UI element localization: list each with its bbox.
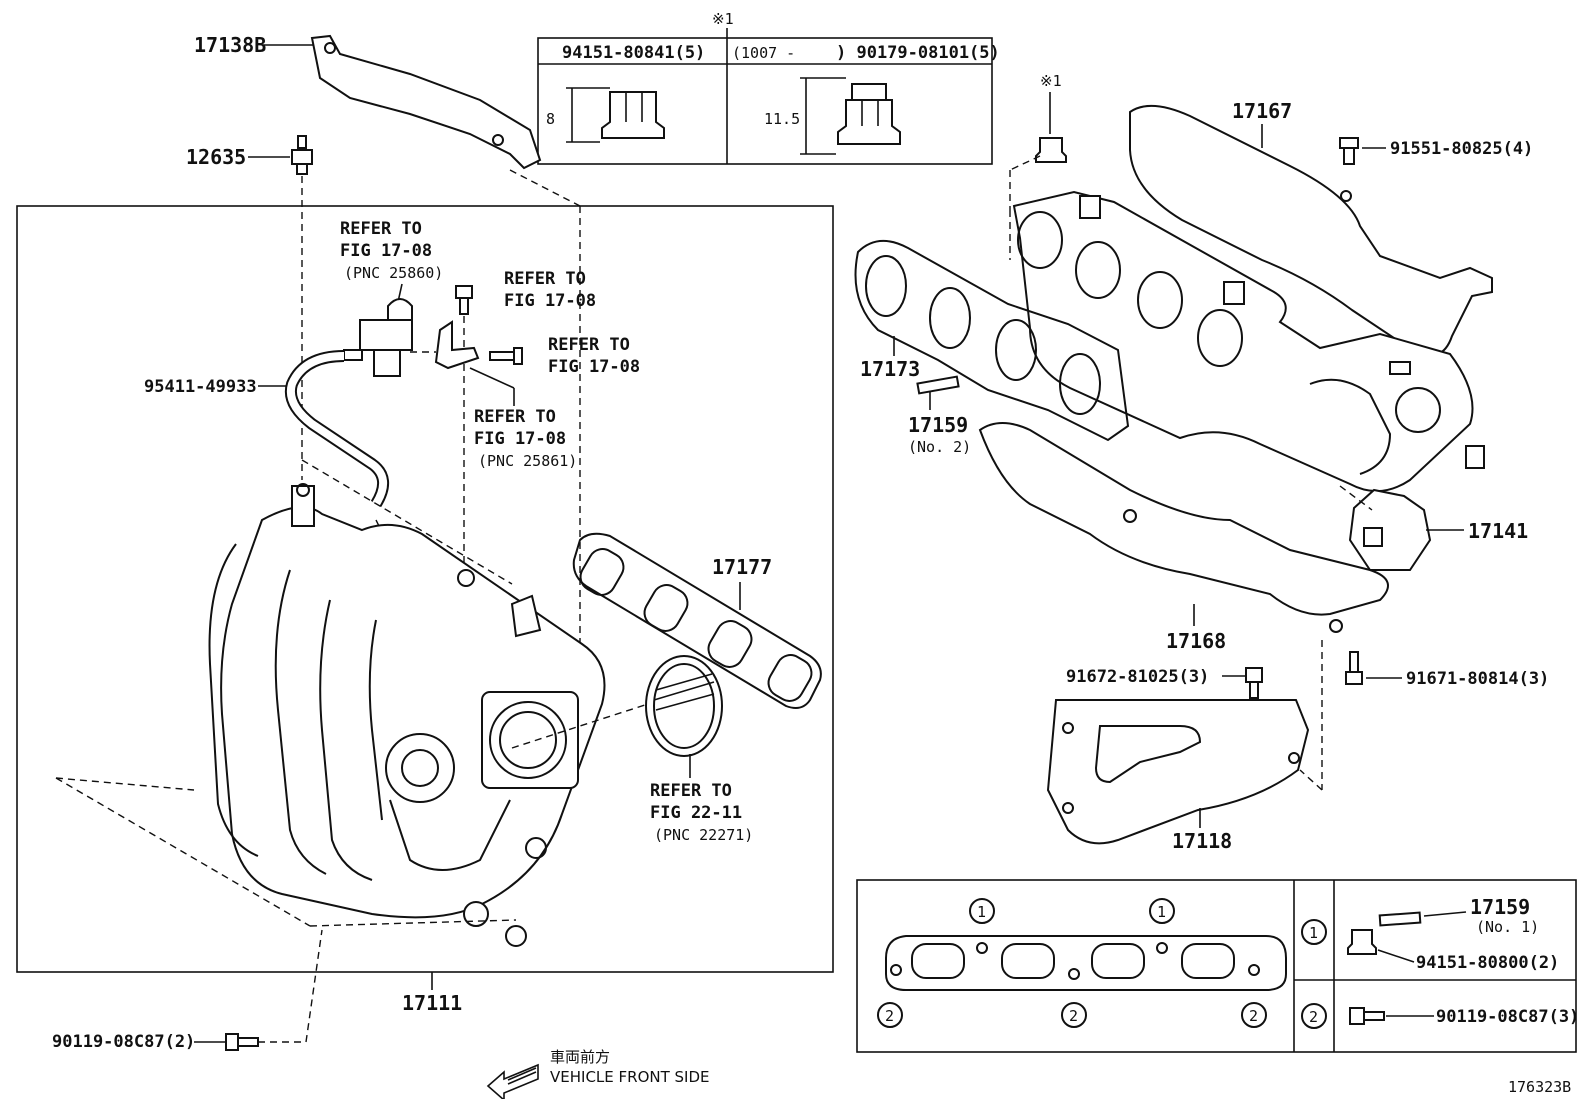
bolt-icon [1245, 667, 1263, 699]
vsv-bracket [434, 320, 480, 370]
flange-nut-11-5-icon [800, 77, 901, 155]
stud-icon [1378, 911, 1422, 927]
nut-col2-range: (1007 - [732, 44, 795, 62]
heat-insulator-17167 [1129, 104, 1493, 357]
svg-text:FIG 17-08: FIG 17-08 [340, 241, 432, 261]
intake-gasket-17177 [572, 532, 822, 709]
label-17168: 17168 [1166, 629, 1226, 653]
vehicle-front-arrow [486, 1063, 539, 1099]
svg-text:(PNC 22271): (PNC 22271) [654, 826, 753, 844]
callout-1-icon: 1 [969, 898, 995, 924]
svg-text:REFER TO: REFER TO [504, 269, 586, 289]
refer-to-bolt: REFER TO FIG 17-08 [504, 269, 596, 311]
figure-code: 176323B [1508, 1078, 1571, 1096]
bracket-17118 [1046, 699, 1310, 845]
callout-2-icon: 2 [877, 1002, 903, 1028]
bolt-icon [225, 1033, 259, 1051]
svg-text:REFER TO: REFER TO [340, 219, 422, 239]
refer-to-25861: REFER TO FIG 17-08 (PNC 25861) [474, 407, 577, 470]
label-17159-no2: 17159 [908, 413, 968, 437]
throttle-gasket [645, 655, 723, 757]
label-17159-no1: 17159 [1470, 895, 1530, 919]
svg-text:(PNC 25860): (PNC 25860) [344, 264, 443, 282]
label-17111: 17111 [402, 991, 462, 1015]
svg-text:REFER TO: REFER TO [548, 335, 630, 355]
nut-table: ※1 94151-80841(5) (1007 - ) 90179-08101(… [537, 10, 1000, 165]
exhaust-gasket-17173 [854, 240, 1130, 442]
bolt-icon [1345, 651, 1363, 685]
label-17177: 17177 [712, 555, 772, 579]
svg-text:1: 1 [977, 903, 986, 921]
bolt-icon [455, 285, 473, 315]
legend-row-2-marker: 2 [1301, 1003, 1327, 1029]
svg-text:FIG 17-08: FIG 17-08 [548, 357, 640, 377]
svg-text:2: 2 [1249, 1007, 1258, 1025]
bolt-icon [489, 347, 523, 365]
vacuum-hose [285, 350, 389, 508]
exhaust-manifold [1012, 190, 1485, 493]
label-17167: 17167 [1232, 99, 1292, 123]
bolt-icon [1339, 137, 1359, 165]
svg-text:2: 2 [1069, 1007, 1078, 1025]
bracket-17141 [1348, 488, 1432, 571]
label-91672: 91672-81025(3) [1066, 667, 1209, 687]
svg-text:1: 1 [1157, 903, 1166, 921]
label-17141: 17141 [1468, 519, 1528, 543]
callout-2-icon: 2 [1241, 1002, 1267, 1028]
label-91551: 91551-80825(4) [1390, 139, 1533, 159]
svg-text:FIG 17-08: FIG 17-08 [504, 291, 596, 311]
label-17118: 17118 [1172, 829, 1232, 853]
svg-text:REFER TO: REFER TO [474, 407, 556, 427]
intake-manifold [208, 483, 606, 947]
label-17138B: 17138B [194, 33, 266, 57]
svg-text:(PNC 25861): (PNC 25861) [478, 452, 577, 470]
refer-to-bolt-2: REFER TO FIG 17-08 [548, 335, 640, 377]
svg-text:FIG 22-11: FIG 22-11 [650, 803, 742, 823]
legend-row-1-marker: 1 [1301, 919, 1327, 945]
intake-group-frame [16, 205, 834, 973]
label-94151-80800: 94151-80800(2) [1416, 953, 1559, 973]
svg-text:2: 2 [1309, 1008, 1318, 1026]
nut-col1-header: 94151-80841(5) [562, 43, 705, 63]
front-en-label: VEHICLE FRONT SIDE [550, 1068, 710, 1086]
label-91671: 91671-80814(3) [1406, 669, 1549, 689]
flange-nut-icon [1347, 929, 1377, 955]
label-17159-no1-sub: (No. 1) [1476, 918, 1539, 936]
nut-mark: ※1 [1040, 72, 1062, 90]
legend-box: 1 1 2 2 2 1 2 17159 [856, 879, 1579, 1053]
label-17173: 17173 [860, 357, 920, 381]
svg-text:2: 2 [885, 1007, 894, 1025]
nut-col2-part: ) 90179-08101(5) [836, 43, 1000, 63]
label-90119-2: 90119-08C87(2) [52, 1032, 195, 1052]
vacuum-switching-valve [343, 298, 413, 377]
label-95411: 95411-49933 [144, 377, 257, 397]
nut-table-mark: ※1 [712, 10, 734, 28]
nut-col2-dim: 11.5 [764, 110, 800, 128]
svg-text:FIG 17-08: FIG 17-08 [474, 429, 566, 449]
heat-insulator-17168 [978, 422, 1389, 616]
label-12635: 12635 [186, 145, 246, 169]
stud-icon [916, 375, 960, 395]
stud-bolt-icon [291, 135, 313, 175]
bracket-17138B [310, 34, 542, 170]
svg-text:1: 1 [1309, 924, 1318, 942]
flange-nut-8-icon [566, 87, 665, 143]
callout-2-icon: 2 [1061, 1002, 1087, 1028]
refer-to-22271: REFER TO FIG 22-11 (PNC 22271) [650, 781, 753, 844]
callout-1-icon: 1 [1149, 898, 1175, 924]
bolt-icon [1349, 1007, 1385, 1025]
flange-nut-icon [1035, 137, 1067, 163]
refer-to-25860: REFER TO FIG 17-08 (PNC 25860) [340, 219, 443, 282]
nut-col1-dim: 8 [546, 110, 555, 128]
front-jp-label: 車両前方 [550, 1048, 610, 1066]
label-17159-no2-sub: (No. 2) [908, 438, 971, 456]
label-90119-3: 90119-08C87(3) [1436, 1007, 1579, 1027]
svg-text:REFER TO: REFER TO [650, 781, 732, 801]
